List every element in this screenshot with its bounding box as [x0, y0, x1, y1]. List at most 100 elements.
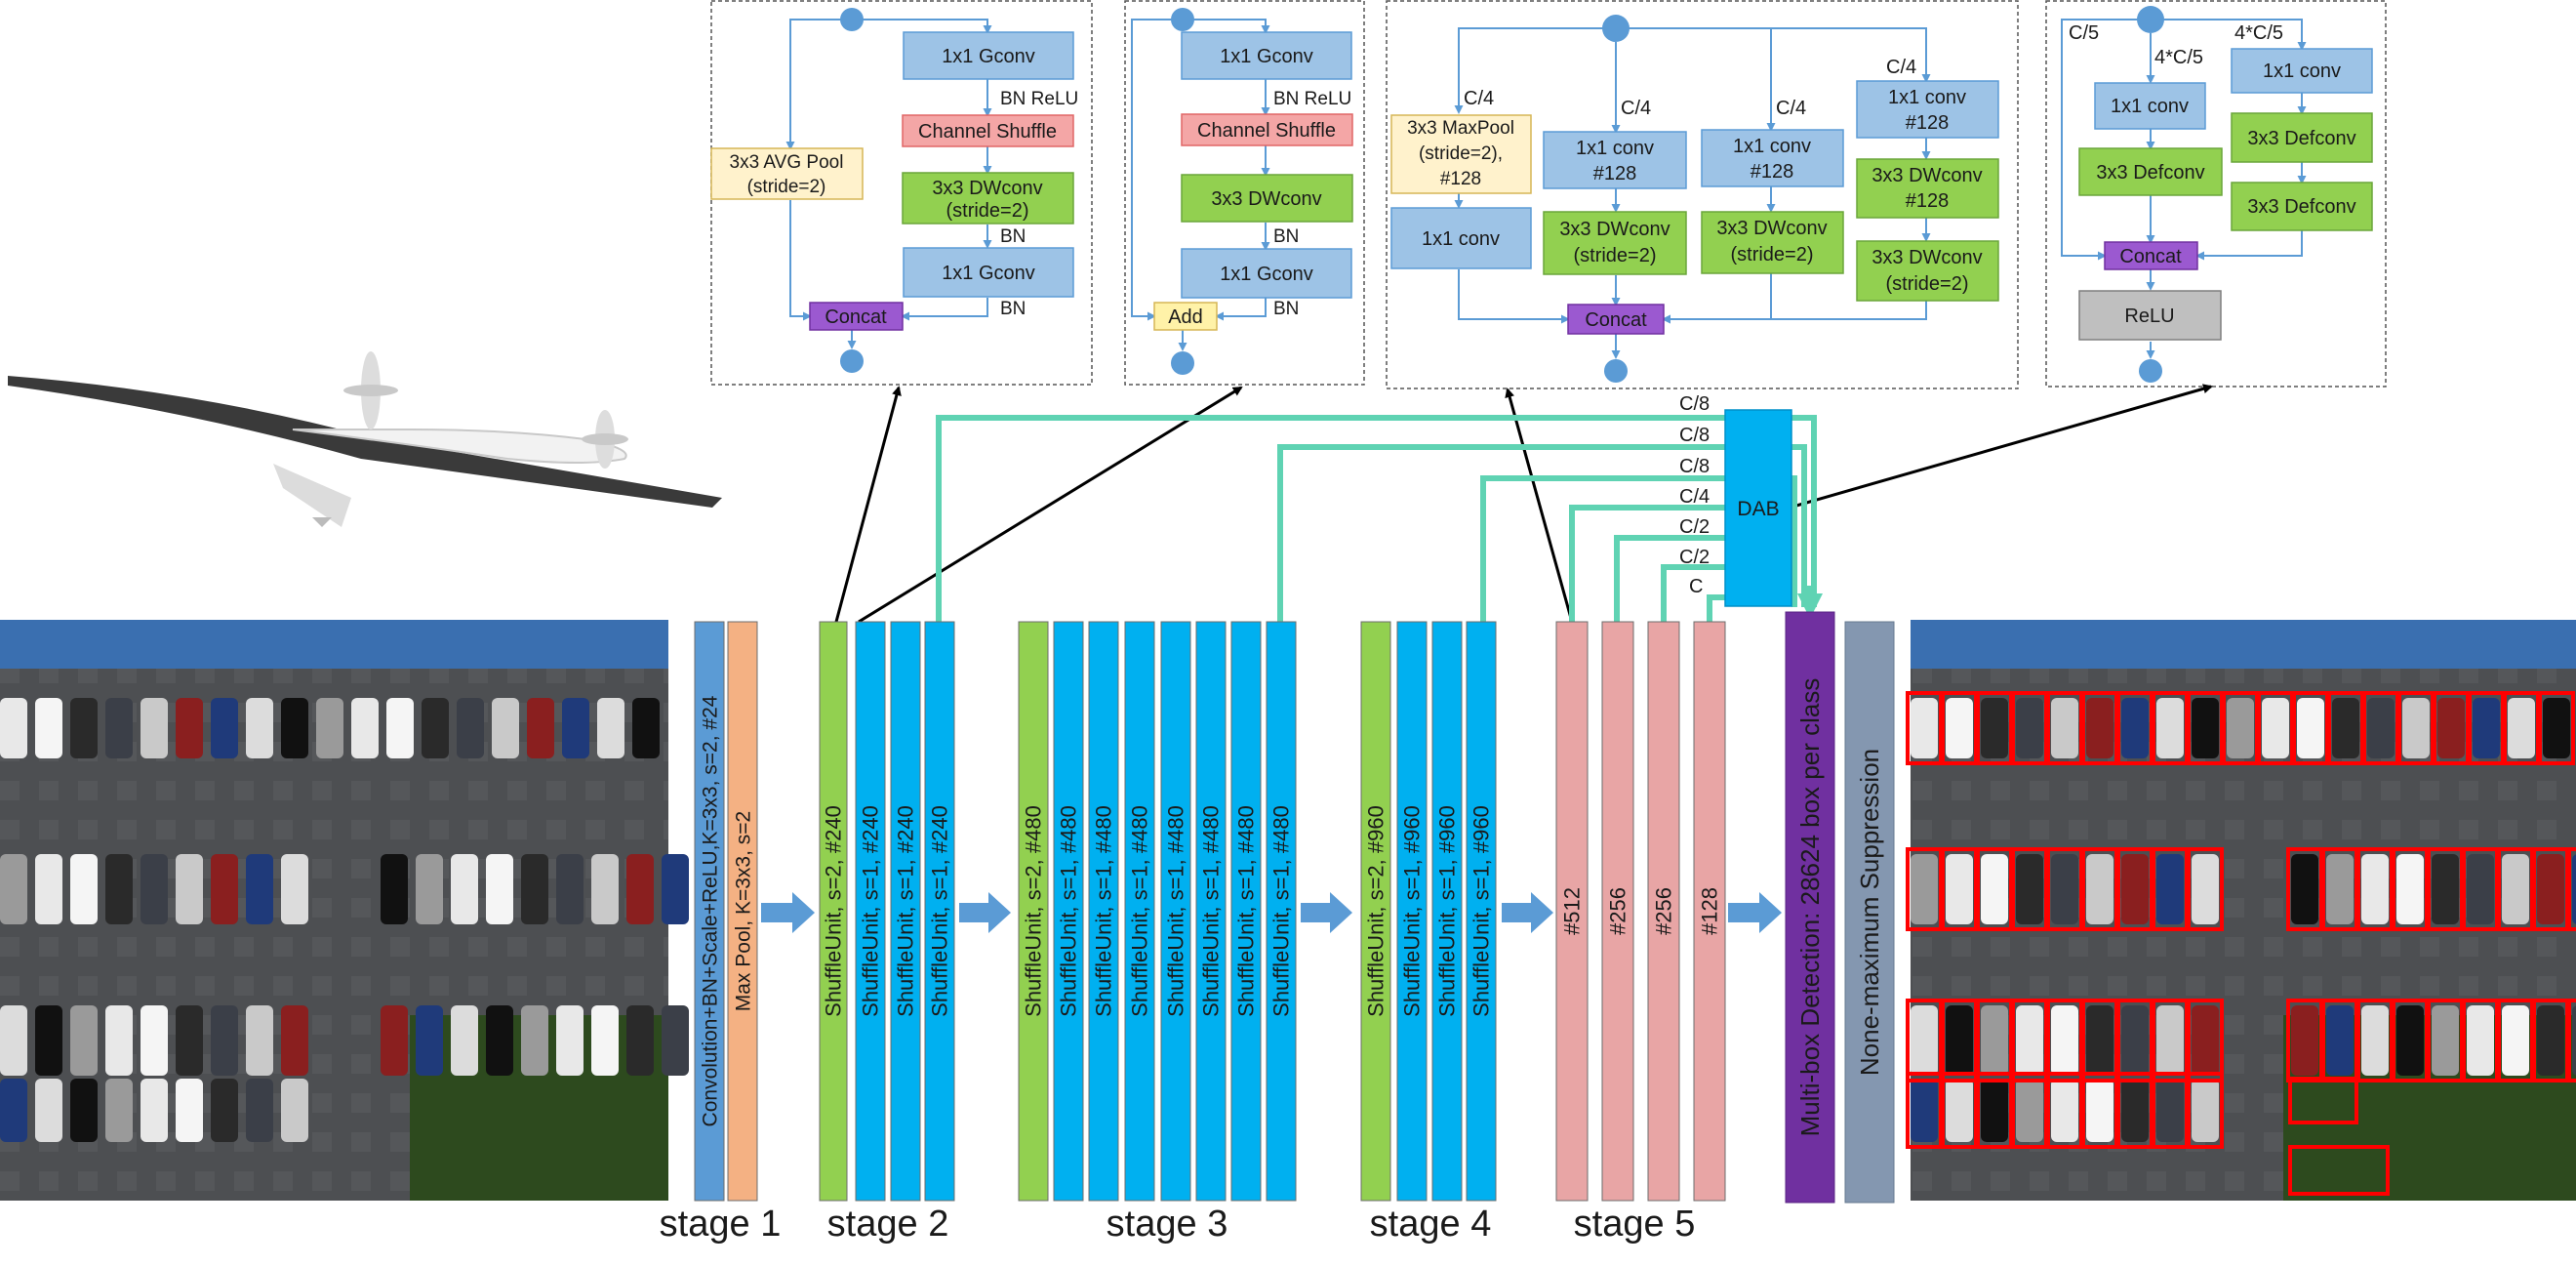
p3-dw-d1-label-2: #128 — [1906, 190, 1950, 212]
car-shape — [70, 1005, 98, 1076]
car-shape — [2086, 698, 2113, 758]
car-shape — [2192, 1079, 2219, 1142]
car-shape — [211, 1079, 238, 1142]
car-shape — [381, 854, 408, 924]
detection-box — [2187, 847, 2224, 931]
car-shape — [246, 1079, 273, 1142]
car-shape — [2016, 698, 2043, 758]
car-shape — [521, 854, 548, 924]
input-aerial-photo — [0, 620, 689, 1201]
car-shape — [422, 698, 449, 758]
car-shape — [141, 1079, 168, 1142]
p3-conv-c-label-2: #128 — [1751, 161, 1794, 183]
stage4-layer-2-label: ShuffleUnit, s=1, #960 — [1400, 805, 1425, 1017]
car-shape — [556, 1005, 584, 1076]
p3-dw-b-label-2: (stride=2) — [1573, 245, 1656, 266]
p1-bn-label-2: BN — [1000, 299, 1026, 319]
car-shape — [281, 1005, 308, 1076]
car-shape — [2508, 698, 2535, 758]
p4-relu-label: ReLU — [2124, 306, 2174, 327]
stage5-layer-3-label: #256 — [1652, 887, 1676, 935]
stage2-layer-4-bar — [924, 621, 955, 1202]
stage2-layer-3-bar — [890, 621, 921, 1202]
car-shape — [2016, 1079, 2043, 1142]
car-shape — [2332, 698, 2359, 758]
car-shape — [1946, 698, 1973, 758]
stage2-layer-1-bar — [819, 621, 848, 1202]
car-shape — [2467, 1005, 2494, 1076]
car-shape — [2473, 698, 2500, 758]
car-shape — [2396, 854, 2424, 924]
p3-maxpool-label-1: 3x3 MaxPool — [1407, 118, 1514, 139]
stage2-layer-1-label: ShuffleUnit, s=2, #240 — [822, 805, 846, 1017]
car-shape — [2572, 854, 2576, 924]
layer-bars: Convolution+BN+Scale+ReLU,K=3x3, s=2, #2… — [694, 611, 1895, 1204]
car-shape — [211, 698, 238, 758]
car-shape — [521, 1005, 548, 1076]
p3-dw-d2-label-2: (stride=2) — [1885, 273, 1968, 295]
car-shape — [2396, 1005, 2424, 1076]
car-shape — [2326, 1005, 2354, 1076]
stage-label-3: stage 3 — [1107, 1204, 1228, 1245]
car-shape — [246, 854, 273, 924]
car-shape — [1911, 698, 1938, 758]
stage1-layer-1-bar — [694, 621, 725, 1202]
stage3-layer-3-label: ShuffleUnit, s=1, #480 — [1092, 805, 1116, 1017]
stage1-layer-2-label: Max Pool, K=3x3, s=2 — [732, 811, 754, 1011]
p3-c4-label-d: C/4 — [1886, 57, 1916, 78]
car-shape — [35, 1079, 62, 1142]
car-shape — [2291, 854, 2318, 924]
car-shape — [451, 1005, 478, 1076]
car-shape — [626, 1005, 654, 1076]
multibox-detection-bar — [1785, 611, 1835, 1204]
detection-box — [2567, 847, 2576, 931]
car-shape — [141, 854, 168, 924]
stage3-layer-2-label: ShuffleUnit, s=1, #480 — [1057, 805, 1081, 1017]
p4-conv-b-label: 1x1 conv — [2263, 61, 2341, 82]
stage3-layer-7-label: ShuffleUnit, s=1, #480 — [1234, 805, 1259, 1017]
car-shape — [2432, 854, 2459, 924]
stage5-layer-2-label: #256 — [1606, 887, 1630, 935]
p1-channel-shuffle-label: Channel Shuffle — [918, 121, 1057, 143]
p4-defconv-b1-label: 3x3 Defconv — [2247, 128, 2355, 149]
p3-conv1-label: 1x1 conv — [1422, 228, 1500, 250]
car-shape — [2192, 1005, 2219, 1076]
car-shape — [2297, 698, 2324, 758]
p4-c5-label: C/5 — [2069, 22, 2099, 44]
detection-box — [2538, 691, 2575, 765]
p2-gconv-bottom-label: 1x1 Gconv — [1220, 264, 1313, 285]
car-shape — [2326, 854, 2354, 924]
stage-label-4: stage 4 — [1370, 1204, 1492, 1245]
stage2-layer-4-label: ShuffleUnit, s=1, #240 — [928, 805, 952, 1017]
car-shape — [457, 698, 484, 758]
car-shape — [1946, 1079, 1973, 1142]
car-shape — [591, 1005, 619, 1076]
car-shape — [2051, 854, 2078, 924]
car-shape — [451, 854, 478, 924]
panel-downsample-block: C/4 C/4 C/4 C/4 3x3 MaxPool (stride=2), … — [1386, 0, 2019, 389]
car-shape — [556, 854, 584, 924]
p2-gconv-top-label: 1x1 Gconv — [1220, 46, 1313, 67]
stage3-layer-2-bar — [1053, 621, 1084, 1202]
car-shape — [70, 854, 98, 924]
car-shape — [1946, 1005, 1973, 1076]
p3-conv-c-label-1: 1x1 conv — [1733, 136, 1811, 157]
stage-label-2: stage 2 — [827, 1204, 949, 1245]
car-shape — [2227, 698, 2254, 758]
car-shape — [562, 698, 589, 758]
car-shape — [2537, 1005, 2564, 1076]
multibox-detection-label: Multi-box Detection: 28624 box per class — [1795, 678, 1825, 1137]
stage5-layer-1-bar — [1555, 621, 1589, 1202]
car-shape — [141, 698, 168, 758]
car-shape — [1981, 854, 2008, 924]
p3-c4-label-a: C/4 — [1464, 88, 1494, 109]
stage4-layer-3-bar — [1431, 621, 1463, 1202]
p4-defconv-a-label: 3x3 Defconv — [2096, 162, 2204, 184]
p2-bn-label-2: BN — [1273, 299, 1299, 319]
car-shape — [211, 854, 238, 924]
car-shape — [1911, 1005, 1938, 1076]
p3-maxpool-label-3: #128 — [1440, 169, 1481, 189]
p3-dw-d1-label-1: 3x3 DWconv — [1872, 165, 1982, 186]
car-shape — [176, 698, 203, 758]
detection-boxes — [1906, 691, 2576, 1196]
